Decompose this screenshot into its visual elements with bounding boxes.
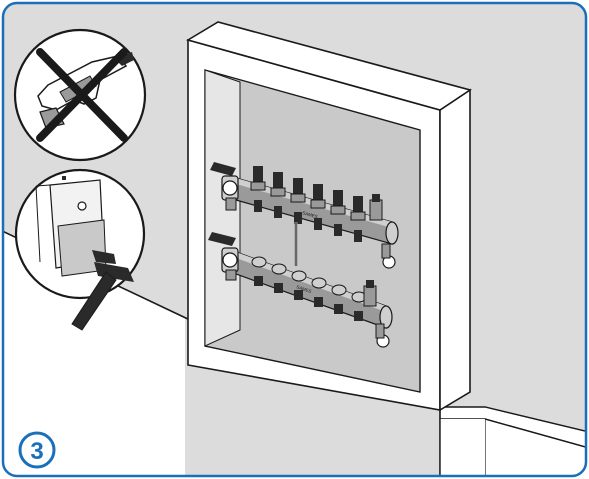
top-valves xyxy=(250,166,396,269)
air-vent-bottom xyxy=(363,280,390,348)
step-number: 3 xyxy=(30,438,43,465)
ball-valve-top xyxy=(210,162,239,211)
top-valve xyxy=(290,178,306,224)
manifold-assembly: SAMES SAMES xyxy=(208,162,399,348)
step-badge: 3 xyxy=(18,431,56,469)
top-valve xyxy=(270,172,286,218)
air-vent-top xyxy=(369,194,396,269)
bottom-valve xyxy=(331,284,347,314)
bottom-valves xyxy=(251,256,390,348)
bottom-valve xyxy=(311,277,327,307)
top-valve xyxy=(310,184,326,230)
brand-label-top: SAMES xyxy=(302,210,319,219)
hammer-icon xyxy=(14,168,146,331)
no-drill-icon xyxy=(13,28,147,162)
top-valve xyxy=(330,190,346,236)
top-valve xyxy=(250,166,266,212)
top-valve xyxy=(350,196,366,242)
brand-label-bottom: SAMES xyxy=(296,284,313,294)
ball-valve-bottom xyxy=(208,232,239,281)
bottom-valve xyxy=(251,256,267,286)
bottom-valve xyxy=(271,263,287,293)
bottom-valve xyxy=(291,270,307,300)
